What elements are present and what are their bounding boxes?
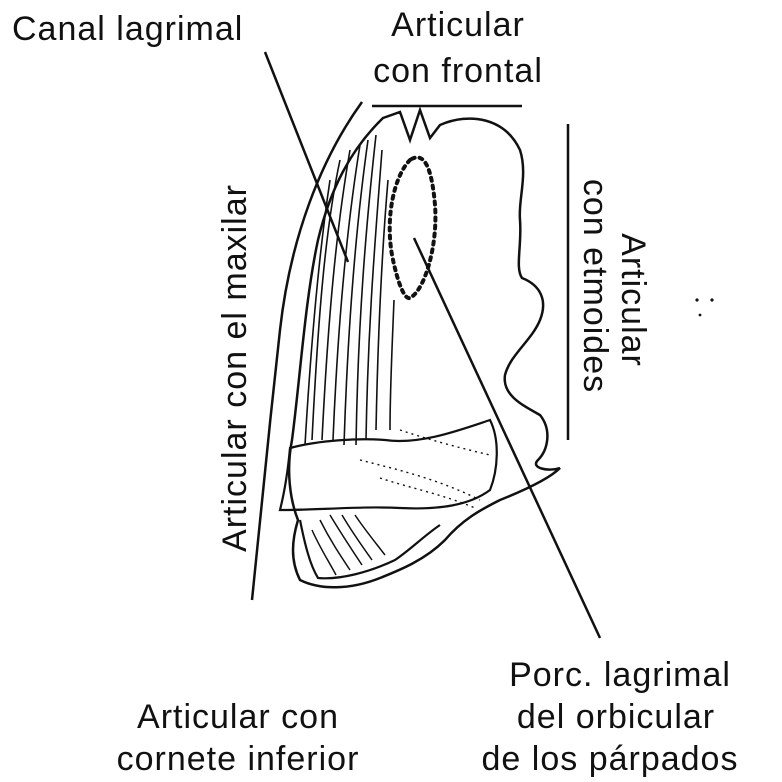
label-canal-lagrimal: Canal lagrimal bbox=[12, 10, 243, 48]
label-cornete-line2: cornete inferior bbox=[117, 740, 360, 778]
label-porc-lagrimal-line3: de los párpados bbox=[482, 740, 739, 778]
porc-lagrimal-leader bbox=[414, 238, 600, 638]
speck bbox=[695, 298, 698, 301]
label-articular-etmoides-line1: Articular bbox=[614, 233, 652, 367]
label-articular-maxilar: Articular con el maxilar bbox=[216, 184, 254, 552]
label-porc-lagrimal-line2: del orbicular bbox=[517, 698, 715, 736]
label-cornete-line1: Articular con bbox=[137, 698, 339, 736]
label-porc-lagrimal-line1: Porc. lagrimal bbox=[509, 656, 731, 694]
lower-process-shading bbox=[312, 515, 385, 575]
canal-lagrimal-leader bbox=[265, 52, 348, 262]
speck bbox=[710, 298, 713, 301]
label-articular-frontal-line2: con frontal bbox=[373, 52, 543, 90]
label-articular-etmoides-line2: con etmoides bbox=[576, 179, 614, 393]
label-articular-frontal-line1: Articular bbox=[391, 6, 525, 44]
ledge-stipple bbox=[360, 430, 490, 508]
speck bbox=[699, 314, 702, 317]
lacrimal-crest bbox=[390, 157, 436, 298]
